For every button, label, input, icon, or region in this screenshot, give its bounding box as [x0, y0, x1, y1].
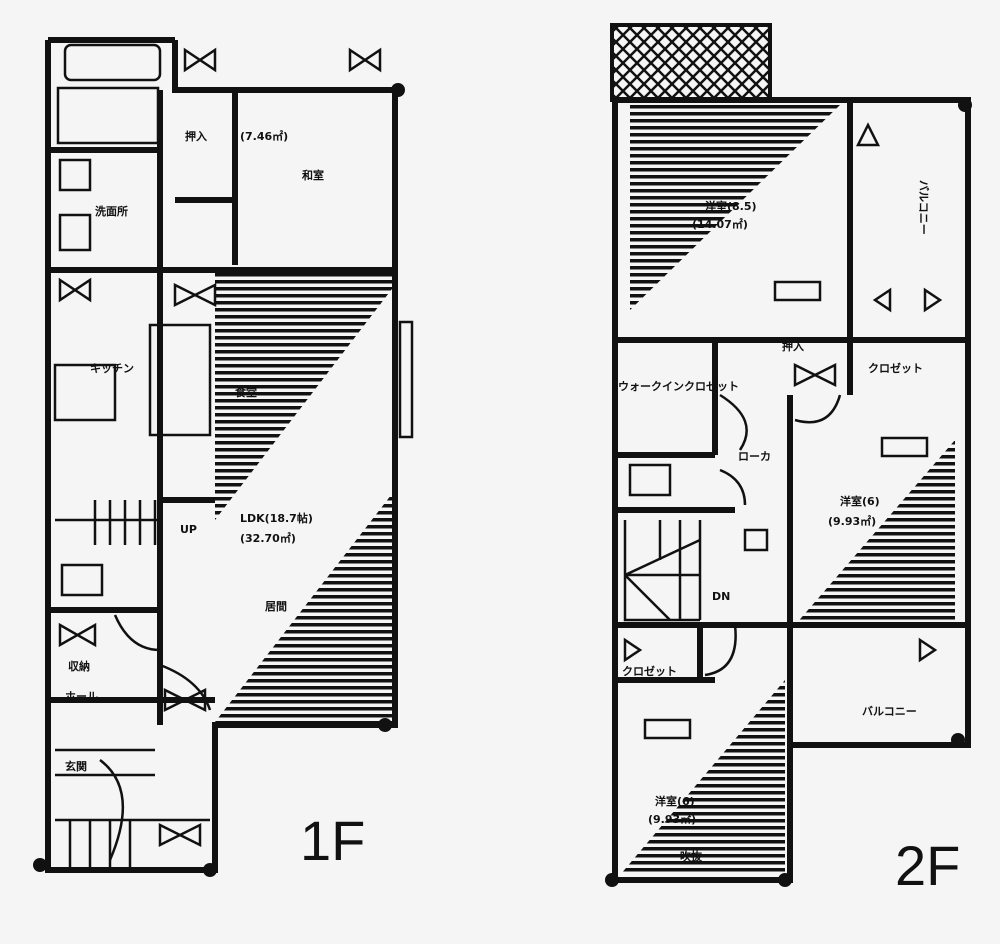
second-floor: 洋室(8.5) (14.07㎡) バルコニー 押入 クロゼット ウォークインクロ… [605, 23, 972, 897]
room-label-balcony2: バルコニー [862, 705, 917, 718]
room-label-entrance: 玄関 [65, 759, 87, 773]
ac-unit [743, 528, 769, 552]
bed3-hatch [620, 680, 785, 875]
room-area-bed1: (14.07㎡) [692, 217, 748, 231]
room-label-bed3: 洋室(6) [655, 794, 695, 808]
room-label-balcony1: バルコニー [917, 180, 930, 235]
room-label-dining: 食堂 [235, 385, 257, 399]
room-label-fukinuke: 吹抜 [680, 849, 703, 863]
shoe-cabinet [56, 86, 160, 145]
room-area-bed2: (9.93㎡) [828, 514, 876, 528]
bathtub [63, 43, 162, 82]
room-label-closet1: クロゼット [868, 361, 923, 375]
kitchen-counter [53, 323, 212, 437]
room-label-living: 居間 [265, 600, 287, 613]
ldk-hatch-lower [215, 490, 395, 722]
toilet [628, 463, 747, 506]
washer [58, 158, 92, 252]
floor-label-1f: 1F [300, 809, 365, 872]
room-label-kitchen: キッチン [90, 362, 134, 375]
bed2-hatch [795, 440, 955, 625]
first-floor-walls [45, 37, 398, 873]
column [203, 863, 217, 877]
room-label-closet2: クロゼット [622, 664, 677, 678]
room-label-oshiire: 押入 [782, 339, 804, 353]
room-area-bed3: (9.93㎡) [648, 812, 696, 826]
room-area-washitsu: (7.46㎡) [240, 129, 288, 143]
toilet [60, 563, 104, 597]
stairs [55, 500, 160, 545]
floor-label-2f: 2F [895, 834, 960, 897]
window-marks [623, 122, 943, 663]
room-label-washitsu: 和室 [302, 168, 324, 182]
room-label-hall: ホール [65, 690, 98, 703]
room-label-senmen: 洗面所 [95, 204, 128, 218]
room-label-ldk: LDK(18.7帖) [240, 511, 313, 525]
door-swing [99, 614, 212, 861]
door-swing [704, 393, 842, 677]
column [33, 858, 47, 872]
stairs-up-label: UP [180, 523, 197, 536]
room-label-oshiire: 押入 [185, 129, 207, 143]
column [378, 718, 392, 732]
ac-unit [643, 718, 692, 740]
column [391, 83, 405, 97]
stairs-down-label: DN [712, 590, 730, 603]
column [958, 98, 972, 112]
room-label-walkin: ウォークインクロゼット [618, 379, 739, 393]
balcony-top-lattice [610, 23, 772, 102]
first-floor: 和室 (7.46㎡) 押入 洗面所 キッチン 食堂 LDK(18.7帖) (32… [33, 37, 414, 877]
room-area-ldk: (32.70㎡) [240, 531, 296, 545]
second-floor-walls [612, 97, 971, 883]
window-marks [58, 47, 382, 848]
room-label-storage: 収納 [68, 659, 90, 673]
sliding-door-right [398, 320, 414, 439]
ac-unit [880, 436, 929, 458]
spiral-stairs [623, 520, 702, 622]
column [605, 873, 619, 887]
entrance-steps [55, 748, 210, 870]
ldk-hatch-upper [215, 270, 395, 520]
column [778, 873, 792, 887]
bed1-hatch [630, 105, 840, 310]
room-label-hallway: ローカ [738, 450, 771, 463]
column [951, 733, 965, 747]
room-label-bed1: 洋室(8.5) [705, 199, 757, 213]
room-label-bed2: 洋室(6) [840, 494, 880, 508]
ac-unit [773, 280, 822, 302]
